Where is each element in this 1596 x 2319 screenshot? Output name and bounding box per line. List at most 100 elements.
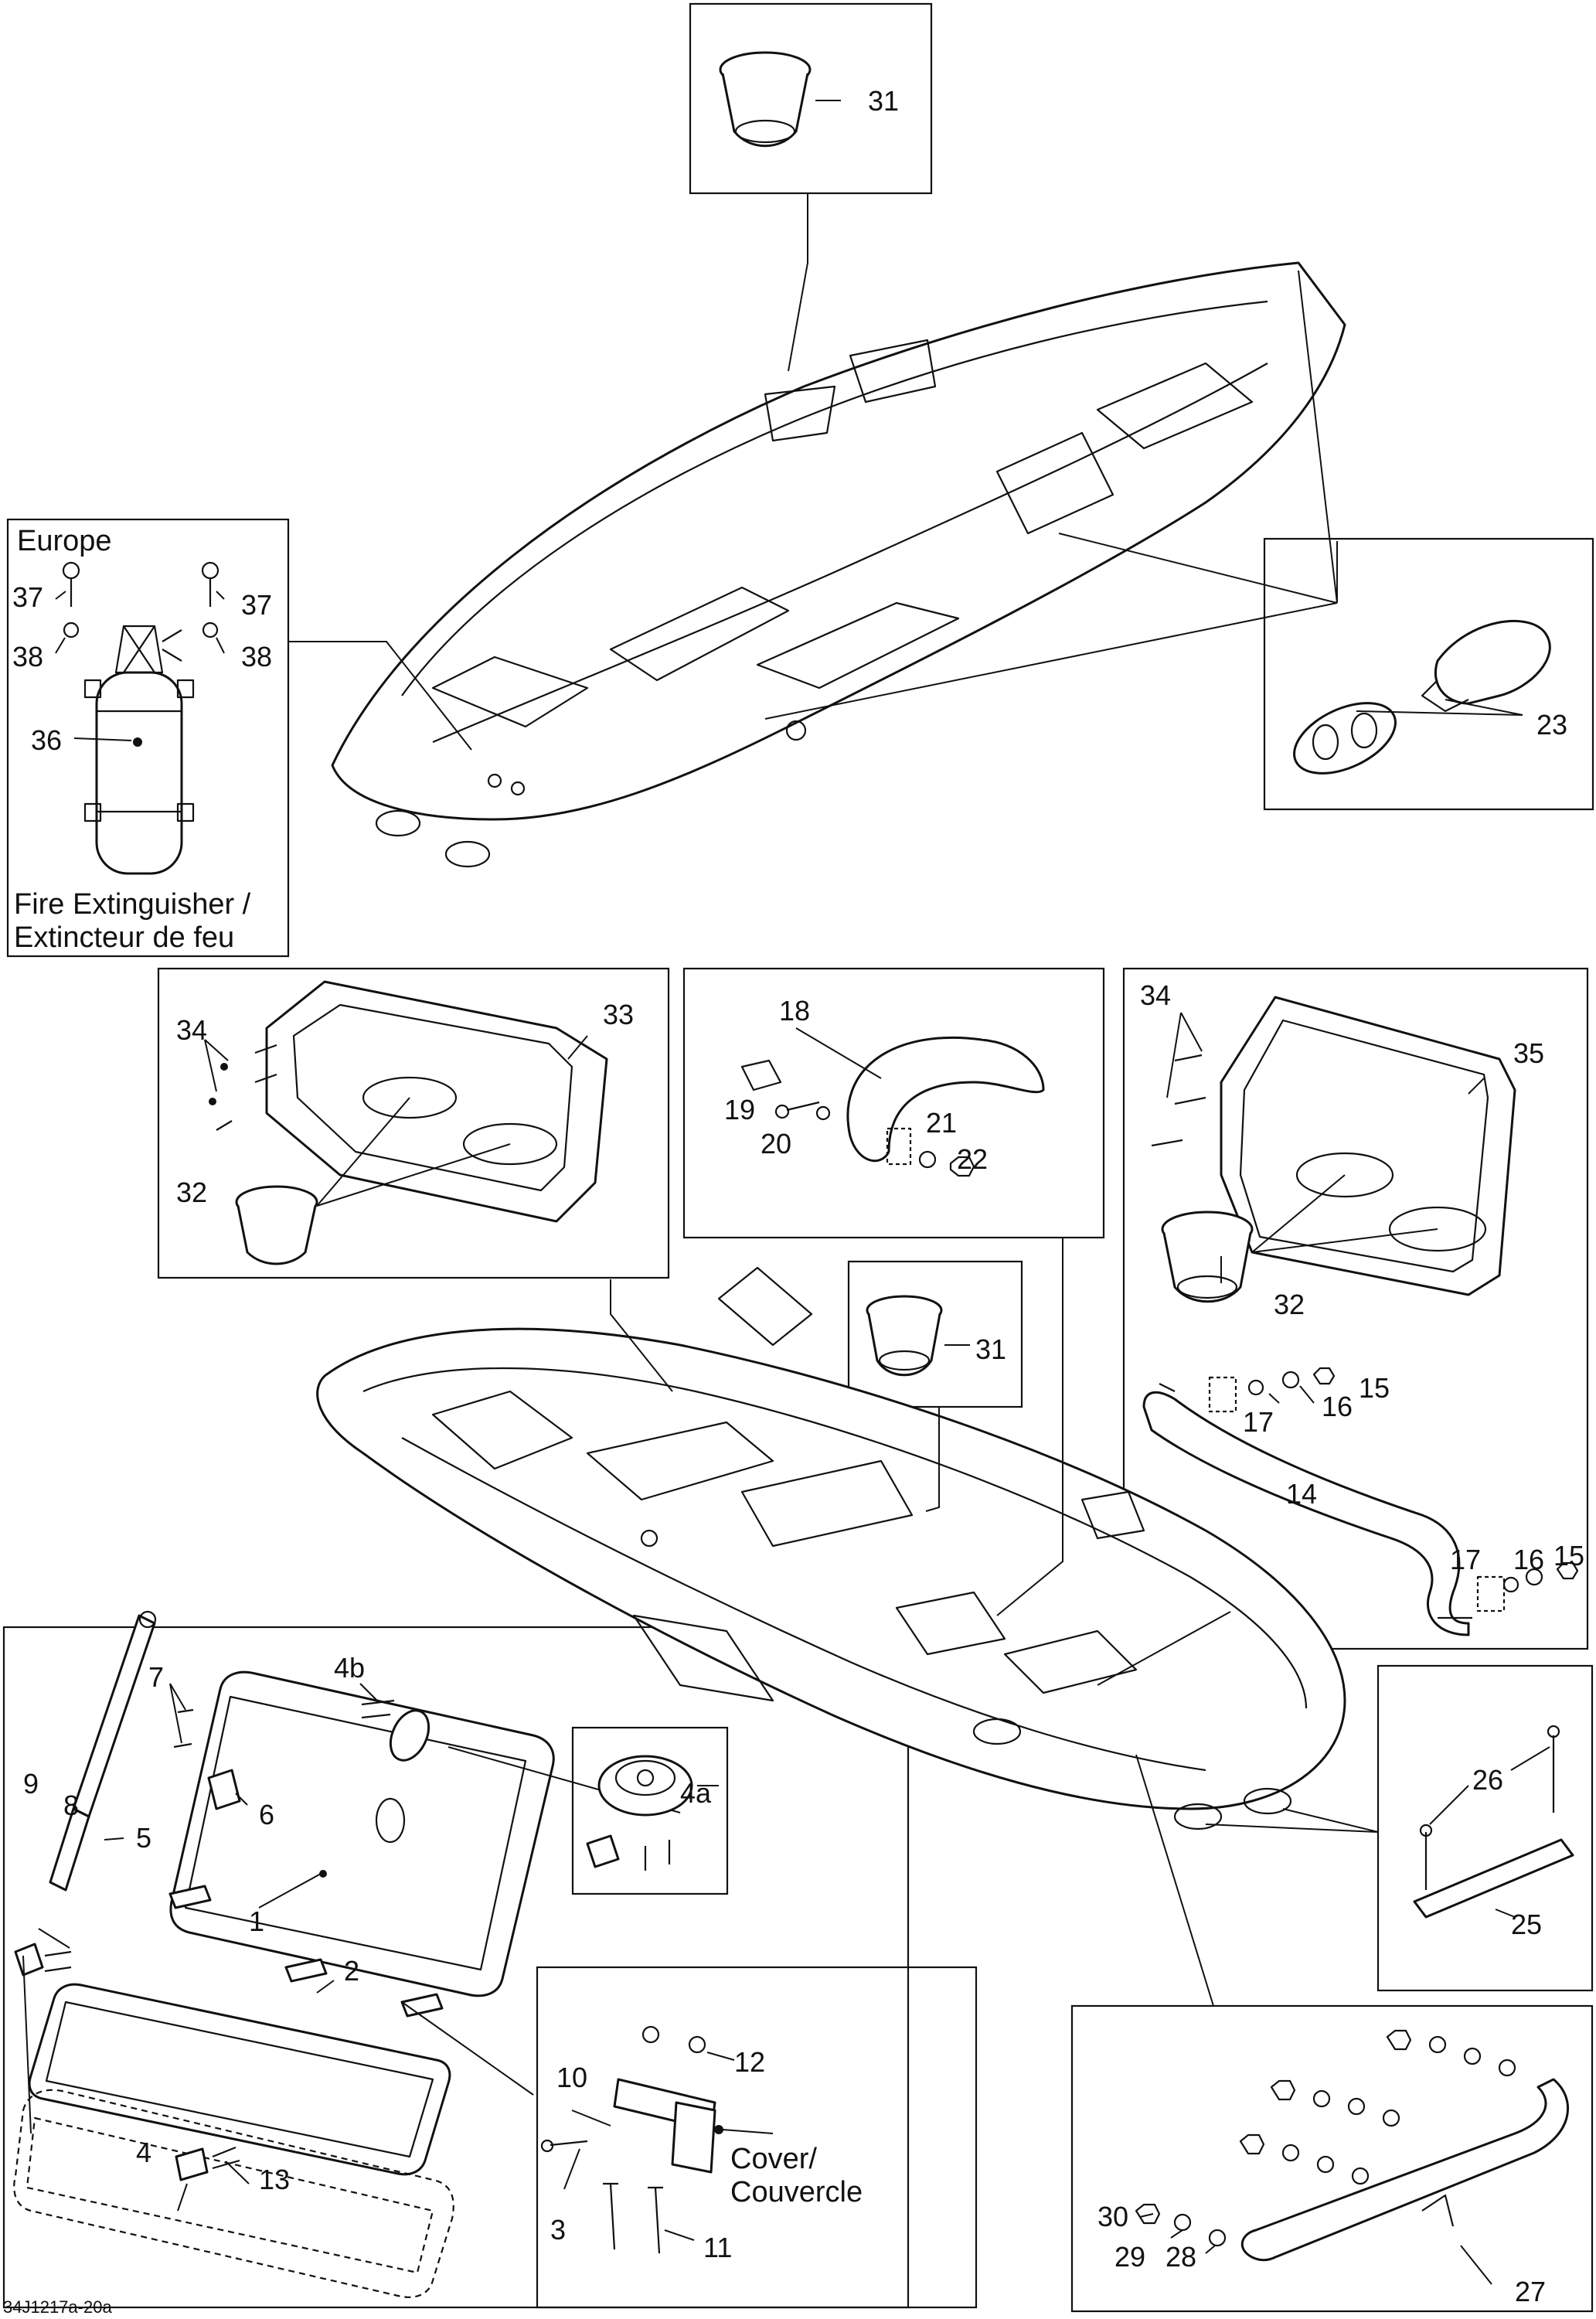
callout-4: 4 (136, 2137, 151, 2168)
hinge-10 (613, 2078, 716, 2174)
cupholder-31-mid (866, 1295, 943, 1377)
inset-box-rear-bumper (1070, 2004, 1594, 2313)
glovebox-35 (1220, 996, 1516, 1296)
inset-box-fire-extinguisher (6, 518, 290, 958)
label-extincteur: Extincteur de feu (14, 921, 234, 954)
trim-23 (1293, 619, 1551, 775)
hinge-6 (207, 1769, 241, 1810)
screw-26a (1419, 1824, 1433, 1890)
inset-box-trim-23 (1263, 537, 1594, 811)
callout-19: 19 (724, 1094, 755, 1125)
screw-8 (44, 1950, 72, 1973)
callout-21: 21 (926, 1107, 957, 1139)
inset-box-cupholder-top (689, 2, 933, 195)
nut-22 (949, 1156, 975, 1177)
latch-4a (586, 1755, 693, 1871)
callout-17-lower: 17 (1450, 1544, 1481, 1575)
nut-15-upper (1312, 1367, 1336, 1385)
bar-14 (1142, 1383, 1472, 1636)
gas-strut-5 (49, 1610, 157, 1892)
screws-34-left (209, 1044, 277, 1131)
callout-38-left: 38 (12, 641, 43, 673)
washer-38-right (202, 621, 219, 638)
callout-16-upper: 16 (1322, 1391, 1353, 1422)
inset-box-hinge-cover (536, 1966, 978, 2309)
hull-deck-bottom (316, 1266, 1346, 1830)
inset-box-latch-4a (571, 1726, 729, 1895)
callout-18: 18 (779, 995, 810, 1027)
callout-15-lower: 15 (1553, 1540, 1584, 1572)
cupholder-32-right (1161, 1211, 1254, 1303)
callout-8: 8 (63, 1789, 79, 1821)
label-cover: Cover/ (730, 2143, 817, 2175)
callout-3: 3 (550, 2214, 566, 2246)
plate-25 (1413, 1838, 1574, 1919)
callout-37-right: 37 (241, 589, 272, 621)
callout-4b: 4b (334, 1652, 365, 1684)
clip-2 (284, 1958, 328, 1983)
washer-20 (815, 1105, 831, 1121)
washer-17-upper (1247, 1379, 1264, 1396)
inset-box-handle (682, 967, 1105, 1239)
bracket-9 (14, 1943, 44, 1977)
cupholder-32-left (235, 1185, 318, 1265)
callout-10: 10 (556, 2062, 587, 2093)
callout-26: 26 (1472, 1764, 1503, 1796)
callout-6: 6 (259, 1799, 274, 1830)
screws-7 (173, 1708, 194, 1749)
screws-34-right (1151, 1054, 1206, 1147)
callout-2: 2 (344, 1955, 359, 1987)
callout-14: 14 (1286, 1478, 1317, 1510)
callout-22: 22 (957, 1143, 988, 1175)
washer-21 (918, 1150, 937, 1169)
callout-13: 13 (259, 2164, 290, 2195)
glovebox-33 (265, 980, 608, 1223)
callout-27: 27 (1515, 2276, 1546, 2307)
fire-extinguisher (83, 625, 195, 875)
inset-box-plate-25 (1377, 1664, 1594, 1992)
drawing-reference: 34J1217a-20a (3, 2297, 112, 2317)
clip-3 (400, 1993, 444, 2018)
callout-12: 12 (734, 2046, 765, 2078)
callout-4a: 4a (680, 1777, 712, 1809)
bracket-4 (175, 2146, 240, 2181)
inset-box-glovebox-right (1122, 967, 1589, 1650)
callout-35: 35 (1513, 1037, 1544, 1069)
tub-dashed (13, 2089, 454, 2298)
screw-26b (1547, 1725, 1560, 1813)
callout-32-left: 32 (176, 1177, 207, 1208)
screw-3 (540, 2139, 588, 2153)
plate-17-lower (1476, 1575, 1506, 1612)
nuts-bumper (1135, 2029, 1516, 2247)
hull-deck-top (331, 261, 1346, 868)
callout-30: 30 (1097, 2201, 1128, 2232)
label-europe: Europe (17, 525, 112, 557)
inset-box-cupholder-mid (847, 1260, 1023, 1408)
callout-25: 25 (1511, 1909, 1542, 1940)
latch-4b (361, 1699, 430, 1844)
callout-36: 36 (31, 724, 62, 756)
cupholder-31-top (719, 51, 812, 148)
callout-28: 28 (1166, 2241, 1196, 2273)
screw-37-left (62, 561, 80, 607)
gasket-2 (28, 1983, 451, 2176)
screw-19 (774, 1101, 820, 1119)
washer-16-lower (1525, 1568, 1543, 1586)
callout-31-top: 31 (868, 85, 899, 117)
plate-21 (886, 1127, 912, 1166)
callout-1: 1 (249, 1905, 264, 1937)
callout-34-right: 34 (1140, 979, 1171, 1011)
washer-17-lower (1502, 1576, 1519, 1593)
washer-38-left (63, 621, 80, 638)
label-couvercle: Couvercle (730, 2176, 863, 2208)
callout-15-upper: 15 (1359, 1372, 1390, 1404)
callout-7: 7 (148, 1661, 164, 1693)
plate-17-upper (1208, 1376, 1237, 1413)
callout-9: 9 (23, 1768, 39, 1800)
callout-5: 5 (136, 1822, 151, 1854)
callout-20: 20 (761, 1128, 791, 1160)
callout-29: 29 (1114, 2241, 1145, 2273)
callout-16-lower: 16 (1513, 1544, 1544, 1575)
washer-16-upper (1281, 1371, 1300, 1389)
